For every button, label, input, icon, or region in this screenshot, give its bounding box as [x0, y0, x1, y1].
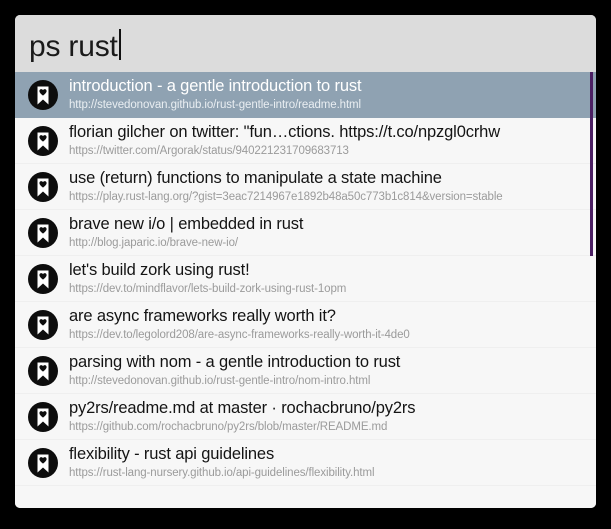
result-title: let's build zork using rust!	[69, 261, 250, 279]
bookmark-heart-icon	[27, 171, 59, 203]
result-title: are async frameworks really worth it?	[69, 307, 336, 325]
result-row-1[interactable]: florian gilcher on twitter: "fun…ctions.…	[15, 118, 596, 164]
result-url: https://dev.to/mindflavor/lets-build-zor…	[69, 283, 347, 295]
search-bar[interactable]: ps rust	[15, 15, 596, 72]
result-url: https://play.rust-lang.org/?gist=3eac721…	[69, 191, 503, 203]
bookmark-heart-icon	[27, 401, 59, 433]
result-row-3[interactable]: brave new i/o | embedded in rust http://…	[15, 210, 596, 256]
result-title: parsing with nom - a gentle introduction…	[69, 353, 401, 371]
scrollbar-thumb[interactable]	[590, 72, 593, 256]
bookmark-heart-icon	[27, 263, 59, 295]
result-title: florian gilcher on twitter: "fun…ctions.…	[69, 123, 500, 141]
result-url: http://stevedonovan.github.io/rust-gentl…	[69, 375, 371, 387]
bookmark-heart-icon	[27, 125, 59, 157]
result-row-6[interactable]: parsing with nom - a gentle introduction…	[15, 348, 596, 394]
result-row-7[interactable]: py2rs/readme.md at master · rochacbruno/…	[15, 394, 596, 440]
result-row-2[interactable]: use (return) functions to manipulate a s…	[15, 164, 596, 210]
result-title: introduction - a gentle introduction to …	[69, 77, 362, 95]
result-row-texts: flexibility - rust api guidelines https:…	[69, 445, 580, 480]
search-query-text: ps rust	[29, 30, 118, 63]
bookmark-heart-icon	[27, 309, 59, 341]
scrollbar-track[interactable]	[589, 72, 593, 508]
text-caret	[118, 29, 121, 60]
result-row-8[interactable]: flexibility - rust api guidelines https:…	[15, 440, 596, 486]
results-list[interactable]: introduction - a gentle introduction to …	[15, 72, 596, 508]
bookmark-heart-icon	[27, 355, 59, 387]
result-row-texts: py2rs/readme.md at master · rochacbruno/…	[69, 399, 580, 434]
bookmark-heart-icon	[27, 217, 59, 249]
result-row-0[interactable]: introduction - a gentle introduction to …	[15, 72, 596, 118]
result-title: py2rs/readme.md at master · rochacbruno/…	[69, 399, 416, 417]
result-title: flexibility - rust api guidelines	[69, 445, 275, 463]
result-row-texts: brave new i/o | embedded in rust http://…	[69, 215, 580, 250]
launcher-window: ps rust introduction - a gentle introduc…	[15, 15, 596, 508]
result-row-texts: use (return) functions to manipulate a s…	[69, 169, 580, 204]
result-url: https://twitter.com/Argorak/status/94022…	[69, 145, 349, 157]
result-url: https://github.com/rochacbruno/py2rs/blo…	[69, 421, 388, 433]
bookmark-heart-icon	[27, 447, 59, 479]
result-row-4[interactable]: let's build zork using rust! https://dev…	[15, 256, 596, 302]
result-url: https://rust-lang-nursery.github.io/api-…	[69, 467, 375, 479]
result-row-texts: introduction - a gentle introduction to …	[69, 77, 580, 112]
result-url: https://dev.to/legolord208/are-async-fra…	[69, 329, 410, 341]
result-url: http://blog.japaric.io/brave-new-io/	[69, 237, 238, 249]
result-row-texts: let's build zork using rust! https://dev…	[69, 261, 580, 296]
result-row-texts: florian gilcher on twitter: "fun…ctions.…	[69, 123, 580, 158]
result-url: http://stevedonovan.github.io/rust-gentl…	[69, 99, 361, 111]
result-row-5[interactable]: are async frameworks really worth it? ht…	[15, 302, 596, 348]
bookmark-heart-icon	[27, 79, 59, 111]
result-row-texts: are async frameworks really worth it? ht…	[69, 307, 580, 342]
result-title: use (return) functions to manipulate a s…	[69, 169, 442, 187]
result-title: brave new i/o | embedded in rust	[69, 215, 304, 233]
result-row-texts: parsing with nom - a gentle introduction…	[69, 353, 580, 388]
search-input[interactable]: ps rust	[29, 25, 582, 62]
